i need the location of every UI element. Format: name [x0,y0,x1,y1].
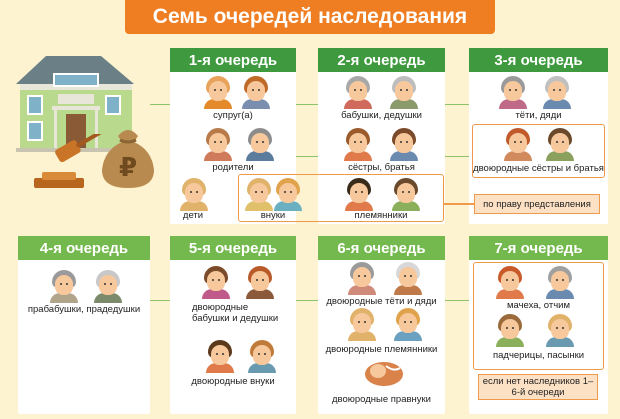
cousin-man-face [546,128,574,161]
label-grandchildren: внуки [260,210,286,221]
cousin-nephew-2-face [394,308,422,341]
queue-4-header: 4-я очередь [18,236,150,260]
ruble-icon: ₽ [119,153,137,183]
label-nephews: племянники [354,210,408,221]
by-right-of-representation: по праву представления [474,194,600,214]
stepfather-face [546,266,574,299]
great-grandfather-face [94,270,122,303]
label-grandparents: бабушки, дедушки [341,110,422,121]
label-siblings: сёстры, братья [348,162,415,173]
label-grand-nephews: двоюродные внуки [191,376,275,387]
label-aunts-uncles: тёти, дяди [515,110,562,121]
cousin-aunt-face [348,262,376,295]
queue-7-header: 7-я очередь [469,236,608,260]
label-spouse: супруг(а) [213,110,253,121]
grandchild-1-face [245,178,273,211]
cousin-woman-face [504,128,532,161]
label-great-grandparents: прабабушки, прадедушки [27,304,141,315]
queue-5-header: 5-я очередь [170,236,296,260]
gavel-icon [34,134,109,188]
grandchild-2-face [274,178,302,211]
grand-nephew-1-face [206,340,234,373]
brother-face [390,128,418,161]
label-cousins: двоюродные сёстры и братья [473,163,604,174]
parent-woman-face [204,128,232,161]
cousin-uncle-face [394,262,422,295]
queue-2-panel: 2-я очередь бабушки, дедушки сёстры, бра… [318,48,445,224]
baby-icon [365,362,403,386]
label-cousin-aunts-uncles: двоюродные тёти и дяди [326,296,437,307]
aunt-face [499,76,527,109]
parent-man-face [246,128,274,161]
queue-5-panel: 5-я очередь двоюродные бабушки и дедушки… [170,236,296,414]
queue-2-header: 2-я очередь [318,48,445,72]
nephew-1-face [345,178,373,211]
queue-3-header: 3-я очередь [469,48,608,72]
queue-1-panel: 1-я очередь супруг(а) родители дети [170,48,296,224]
representation-box [238,174,444,222]
grand-nephew-2-face [248,340,276,373]
label-children: дети [182,210,204,221]
grandfather-face [390,76,418,109]
label-great-aunts-uncles: двоюродные бабушки и дедушки [192,302,279,324]
money-bag-icon: ₽ [102,130,154,188]
stepmother-face [496,266,524,299]
no-heirs-note: если нет наследников 1–6-й очереди [478,374,598,400]
sister-face [344,128,372,161]
great-uncle-face [246,266,274,299]
label-step-parents: мачеха, отчим [506,300,571,311]
cousins-box [472,124,605,178]
spouse-man-face [242,76,270,109]
stepdaughter-face [496,314,524,347]
queue-6-header: 6-я очередь [318,236,445,260]
queue-6-panel: 6-я очередь двоюродные тёти и дяди двоюр… [318,236,445,414]
label-parents: родители [212,162,254,173]
nephew-2-face [392,178,420,211]
cousin-nephew-1-face [348,308,376,341]
queue-4-panel: 4-я очередь прабабушки, прадедушки [18,236,150,414]
queue-1-header: 1-я очередь [170,48,296,72]
label-step-children: падчерицы, пасынки [492,350,585,361]
spouse-woman-face [204,76,232,109]
great-aunt-face [202,266,230,299]
stepson-face [546,314,574,347]
label-great-great-grandchildren: двоюродные правнуки [331,394,431,405]
step-relatives-box [473,262,604,370]
child-face [180,178,208,211]
grandmother-face [344,76,372,109]
uncle-face [543,76,571,109]
page-title: Семь очередей наследования [125,0,495,34]
label-cousin-nephews: двоюродные племянники [325,344,438,355]
great-grandmother-face [50,270,78,303]
